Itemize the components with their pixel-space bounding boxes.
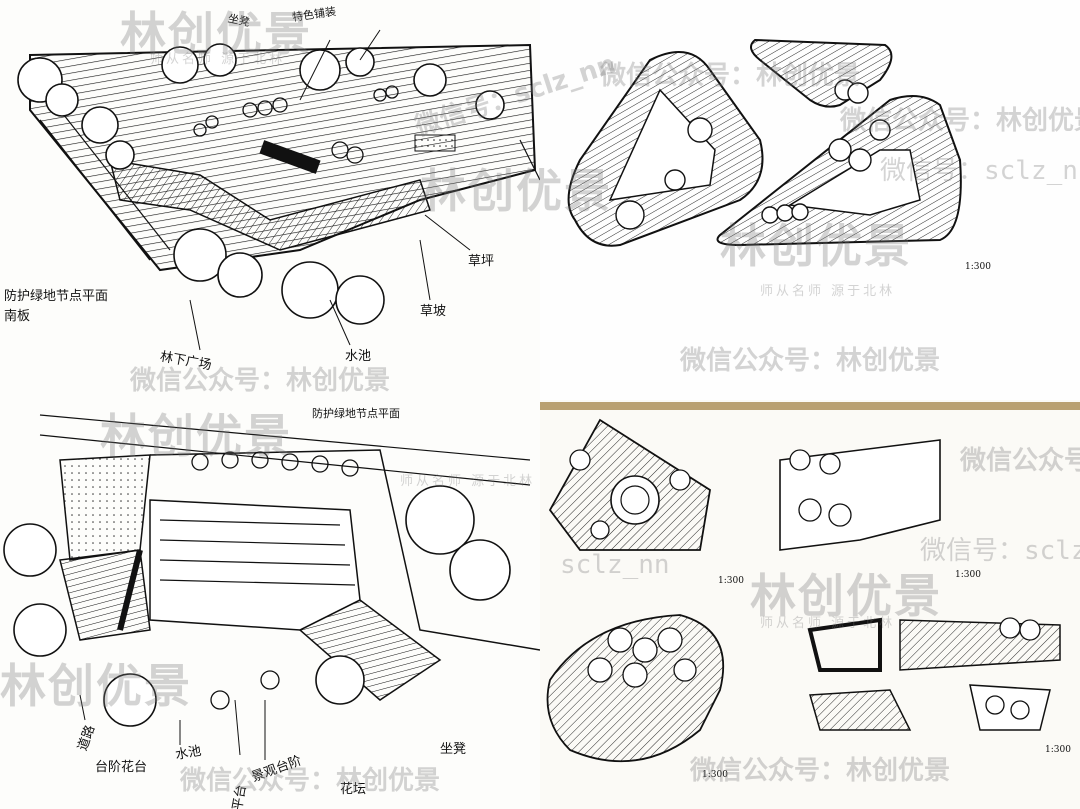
scale-label-3: 1:300 [702, 770, 728, 780]
scale-label: 1:300 [965, 262, 991, 272]
node-details-sketch [546, 418, 1061, 763]
panel-title-suffix: 南板 [4, 309, 31, 324]
site-plan-sketch [17, 29, 540, 351]
sketch-panel-top-right: 1:300 [540, 0, 1080, 400]
label-lawn: 草坪 [468, 254, 495, 269]
scale-label-2: 1:300 [955, 570, 981, 580]
triangle-nodes-sketch [567, 38, 962, 247]
label-step-planter: 台阶花台 [95, 760, 148, 775]
sketch-panel-top-left: 坐凳 特色铺装 草坪 草坡 林下广场 水池 防护绿地节点平面 南板 [0, 0, 540, 400]
label-bench: 坐凳 [440, 742, 467, 757]
label-pool: 水池 [345, 349, 372, 364]
sketch-panel-bottom-left: 防护绿地节点平面 道路 台阶花台 水池 景观台阶 平台 花坛 坐凳 [0, 400, 540, 809]
tape-strip [540, 402, 1080, 410]
scale-label-4: 1:300 [1045, 745, 1071, 755]
sketch-panel-bottom-right: 1:300 1:300 1:300 1:300 [540, 400, 1080, 809]
terrace-plan-sketch [3, 414, 540, 760]
label-flowerbed: 花坛 [340, 782, 367, 797]
panel-title: 防护绿地节点平面 [4, 289, 109, 304]
label-slope: 草坡 [420, 304, 447, 319]
scale-label-1: 1:300 [718, 576, 744, 586]
label-platform: 平台 [230, 783, 250, 809]
panel-title: 防护绿地节点平面 [312, 407, 400, 420]
